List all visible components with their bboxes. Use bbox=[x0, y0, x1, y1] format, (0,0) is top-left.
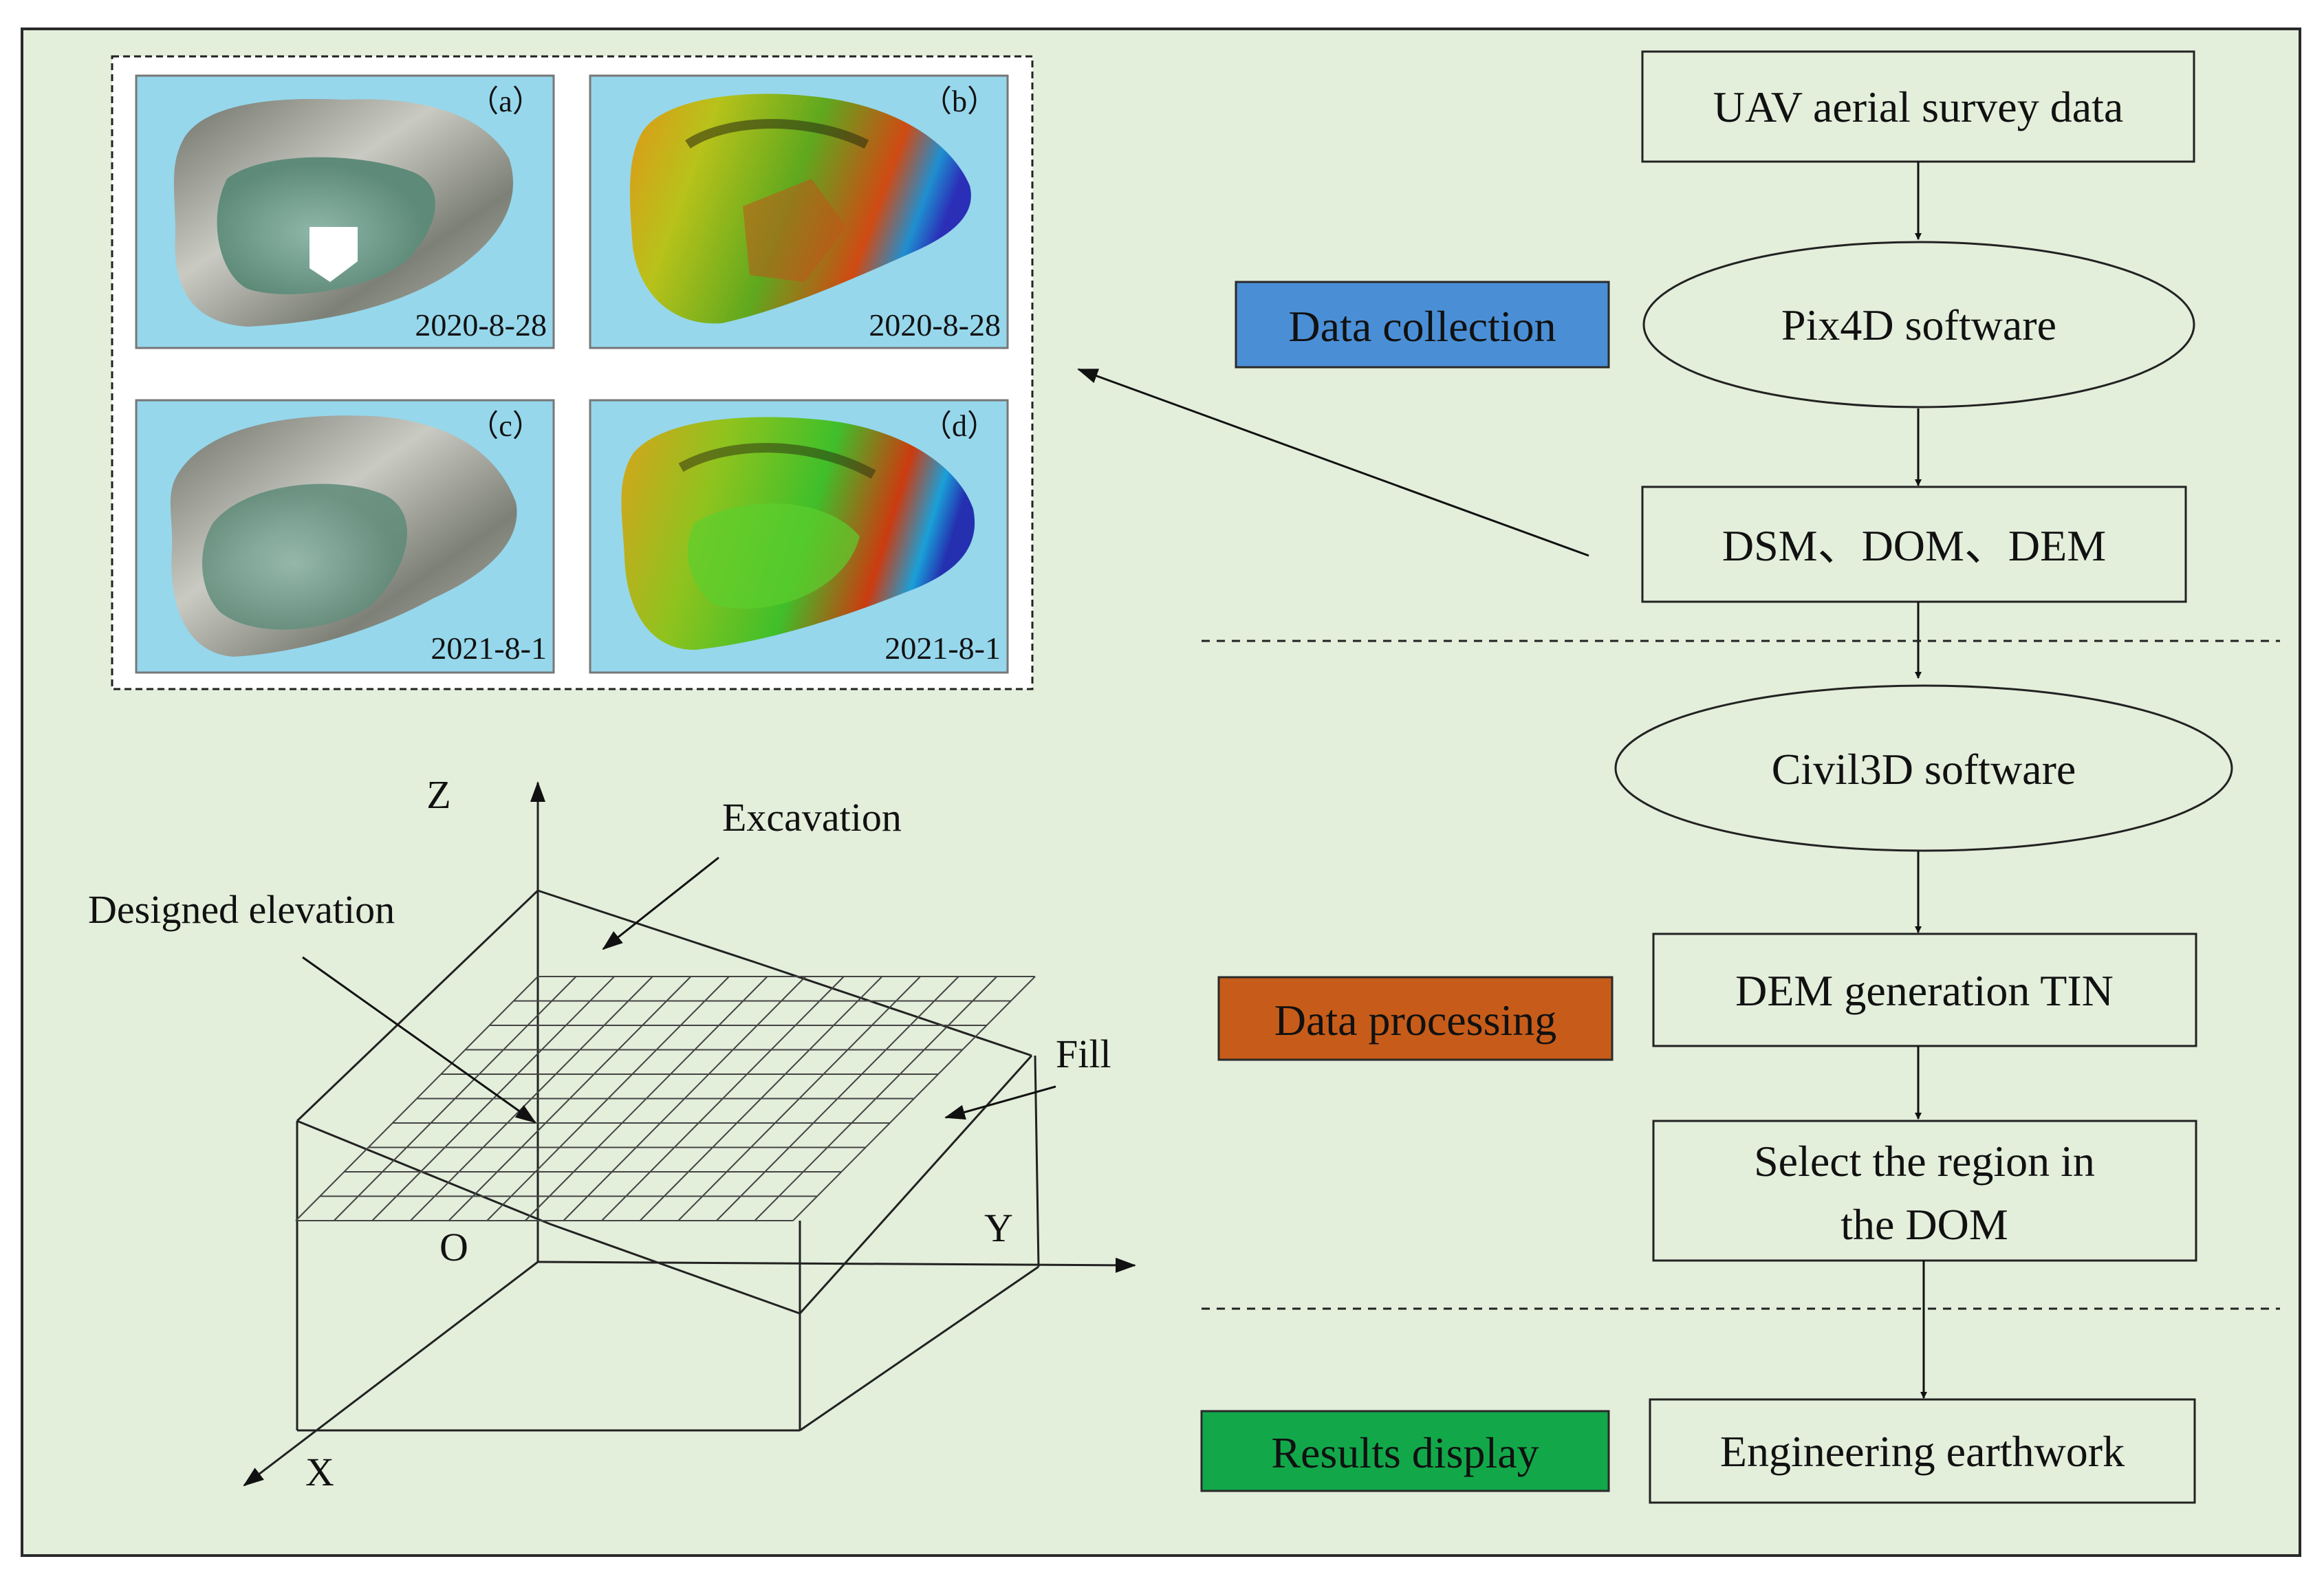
panel-b-pit bbox=[743, 179, 846, 282]
pix4d-label: Pix4D software bbox=[1781, 301, 2056, 349]
products-box bbox=[1641, 486, 2187, 603]
earthwork-label: Engineering earthwork bbox=[1720, 1427, 2125, 1476]
excavation-label: Excavation bbox=[722, 795, 902, 840]
panel-d-ridge bbox=[678, 443, 876, 479]
panel-d: （d） 2021-8-1 bbox=[589, 399, 1009, 674]
flowchart: UAV aerial survey data Pix4D software DS… bbox=[1202, 50, 2280, 1504]
panel-a: （a） 2020-8-28 bbox=[135, 74, 555, 349]
fill-label: Fill bbox=[1056, 1032, 1111, 1076]
schematic-annotations: Z Y X O Excavation Designed elevation Fi… bbox=[88, 772, 1111, 1494]
data-processing-badge bbox=[1217, 976, 1614, 1061]
data-collection-label: Data collection bbox=[1288, 302, 1556, 351]
panel-b-date: 2020-8-28 bbox=[869, 307, 1001, 342]
panel-a-letter: （a） bbox=[468, 85, 543, 118]
select-label-line1: Select the region in bbox=[1754, 1137, 2095, 1186]
fill-pointer bbox=[944, 1085, 1056, 1120]
axis-x-line bbox=[243, 1261, 539, 1487]
origin-label: O bbox=[439, 1225, 468, 1269]
designed-elevation-label: Designed elevation bbox=[88, 887, 395, 932]
products-label: DSM、DOM、DEM bbox=[1722, 521, 2106, 570]
axis-z-label: Z bbox=[426, 772, 450, 817]
designed-elevation-pointer bbox=[302, 956, 536, 1124]
earthwork-box bbox=[1649, 1398, 2196, 1504]
pix4d-ellipse bbox=[1642, 241, 2195, 408]
panel-d-letter: （d） bbox=[922, 409, 997, 443]
panel-a-date: 2020-8-28 bbox=[415, 307, 547, 342]
panel-b-ridge bbox=[685, 119, 869, 149]
select-label-line2: the DOM bbox=[1840, 1200, 2008, 1249]
axis-x-label: X bbox=[305, 1450, 334, 1494]
tin-label: DEM generation TIN bbox=[1735, 966, 2114, 1015]
box-edge-right-bottom bbox=[799, 1265, 1039, 1432]
data-collection-badge bbox=[1235, 281, 1610, 369]
box-edge-back-right bbox=[1034, 1055, 1040, 1267]
terrain-right-edge bbox=[799, 1054, 1033, 1315]
arrow-to-panels bbox=[1077, 368, 1589, 557]
civil3d-ellipse bbox=[1614, 684, 2233, 852]
civil3d-label: Civil3D software bbox=[1772, 745, 2076, 794]
panel-c-lake bbox=[202, 483, 408, 630]
panel-c-date: 2021-8-1 bbox=[431, 631, 547, 666]
image-panels: （a） 2020-8-28 （b） 2020-8-28 （c） 2021-8-1 bbox=[111, 55, 1034, 690]
terrain-front-edge bbox=[296, 1120, 801, 1315]
results-display-badge bbox=[1200, 1410, 1610, 1492]
panel-d-date: 2021-8-1 bbox=[884, 631, 1001, 666]
panel-a-lake bbox=[217, 157, 435, 294]
terrain-back-edge bbox=[537, 889, 1032, 1057]
axis-y-label: Y bbox=[984, 1206, 1013, 1250]
tin-box bbox=[1652, 933, 2197, 1047]
box-edge-left-top bbox=[296, 889, 539, 1122]
uav-data-label: UAV aerial survey data bbox=[1713, 83, 2124, 131]
excavation-pointer bbox=[602, 856, 719, 950]
panel-a-void bbox=[309, 227, 358, 282]
panel-b-letter: （b） bbox=[922, 85, 997, 118]
panel-d-pit bbox=[688, 503, 860, 609]
design-grid bbox=[295, 976, 1036, 1221]
panel-b: （b） 2020-8-28 bbox=[589, 74, 1009, 349]
stage-labels: Data collection Data processing Results … bbox=[1200, 281, 1614, 1492]
panel-c: （c） 2021-8-1 bbox=[135, 399, 555, 674]
results-display-label: Results display bbox=[1271, 1428, 1539, 1477]
panel-c-letter: （c） bbox=[468, 409, 543, 443]
data-processing-label: Data processing bbox=[1274, 996, 1557, 1045]
axis-y-line bbox=[537, 1257, 1136, 1273]
